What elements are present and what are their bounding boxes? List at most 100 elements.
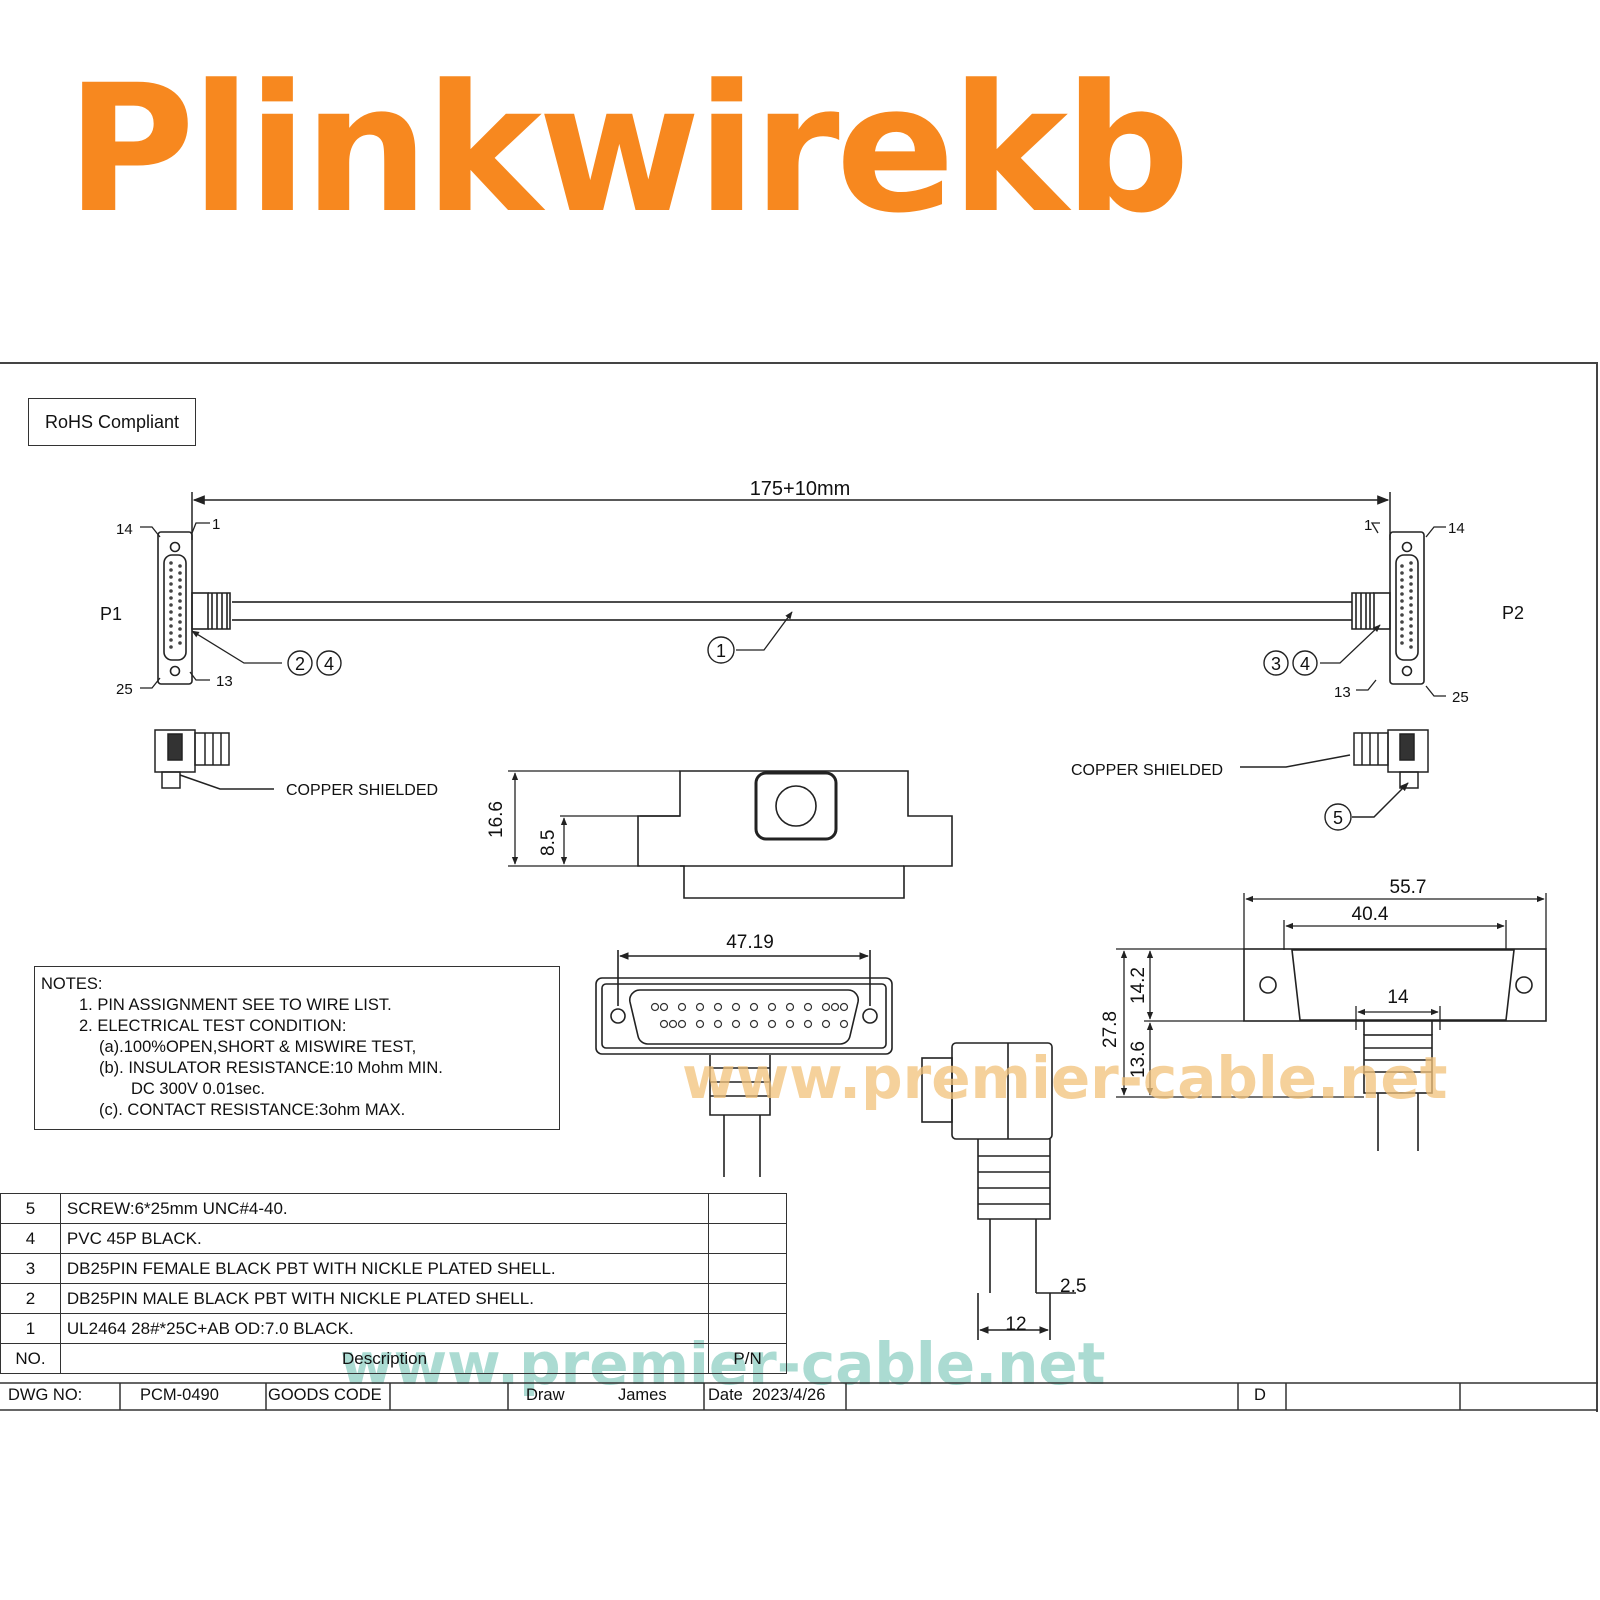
table-row: 1 UL2464 28#*25C+AB OD:7.0 BLACK. [0, 1313, 787, 1344]
drawing-sheet [0, 362, 1598, 1412]
note-line-1: 1. PIN ASSIGNMENT SEE TO WIRE LIST. [79, 996, 392, 1014]
svg-text:4: 4 [324, 654, 334, 674]
p1-pin-25: 25 [116, 681, 133, 698]
draw-label: Draw [526, 1386, 565, 1404]
cable-leader [736, 611, 793, 651]
goods-code-label: GOODS CODE [268, 1386, 382, 1404]
dim-27-8: 27.8 [1100, 1011, 1121, 1048]
cable [232, 601, 1352, 621]
dim-14: 14 [1387, 987, 1409, 1008]
dwg-no-value: PCM-0490 [140, 1386, 219, 1404]
copper-shielded-left: COPPER SHIELDED [286, 782, 438, 799]
bill-of-materials: 5 SCREW:6*25mm UNC#4-40. 4 PVC 45P BLACK… [0, 1193, 787, 1374]
p2-pin-13: 13 [1334, 684, 1351, 701]
dim-47-19: 47.19 [726, 932, 774, 953]
p1-pin-1: 1 [212, 516, 220, 533]
note-line-2: 2. ELECTRICAL TEST CONDITION: [79, 1017, 347, 1035]
bom-pn [708, 1313, 787, 1344]
p1-leaders [140, 522, 282, 689]
p1-pin-14: 14 [116, 521, 133, 538]
bom-pn [708, 1193, 787, 1224]
notes-box: NOTES: 1. PIN ASSIGNMENT SEE TO WIRE LIS… [34, 966, 560, 1130]
bom-header-pn: P/N [708, 1343, 787, 1374]
table-row: 3 DB25PIN FEMALE BLACK PBT WITH NICKLE P… [0, 1253, 787, 1284]
p2-pin-25: 25 [1452, 689, 1469, 706]
table-row: 4 PVC 45P BLACK. [0, 1223, 787, 1254]
bom-desc: UL2464 28#*25C+AB OD:7.0 BLACK. [59, 1313, 710, 1344]
bom-pn [708, 1283, 787, 1314]
dim-8-5: 8.5 [538, 830, 559, 856]
revision: D [1254, 1386, 1266, 1404]
svg-text:5: 5 [1333, 808, 1343, 828]
draw-value: James [618, 1386, 667, 1404]
bom-no: 1 [0, 1313, 61, 1344]
dim-13-6: 13.6 [1128, 1041, 1149, 1078]
p2-pins [1400, 561, 1413, 649]
bom-no: 4 [0, 1223, 61, 1254]
backshell-dims [508, 770, 680, 867]
title-block-lines [0, 1382, 1598, 1411]
connector-p1 [157, 531, 231, 685]
flange-dims [1116, 893, 1547, 1098]
p1-label: P1 [100, 604, 122, 624]
dim-16-6: 16.6 [486, 801, 507, 838]
bom-no: 2 [0, 1283, 61, 1314]
balloon-4-right: 4 [1292, 650, 1318, 676]
bom-desc: DB25PIN FEMALE BLACK PBT WITH NICKLE PLA… [59, 1253, 710, 1284]
bom-no: 3 [0, 1253, 61, 1284]
dsub-front-pins [650, 1002, 849, 1029]
table-row: 5 SCREW:6*25mm UNC#4-40. [0, 1193, 787, 1224]
balloon-2: 2 [287, 650, 313, 676]
date-value: 2023/4/26 [752, 1386, 826, 1404]
dim-12: 12 [1005, 1314, 1026, 1335]
bom-pn [708, 1253, 787, 1284]
note-line-3: (a).100%OPEN,SHORT & MISWIRE TEST, [99, 1038, 417, 1056]
side-view-left [154, 729, 274, 790]
balloon-3: 3 [1263, 650, 1289, 676]
right-angle-view [921, 1042, 1076, 1340]
bom-desc: DB25PIN MALE BLACK PBT WITH NICKLE PLATE… [59, 1283, 710, 1314]
p1-pins [169, 561, 182, 649]
dim-40-4: 40.4 [1352, 904, 1389, 925]
p2-label: P2 [1502, 603, 1524, 623]
p1-pin-13: 13 [216, 673, 233, 690]
table-row: 2 DB25PIN MALE BLACK PBT WITH NICKLE PLA… [0, 1283, 787, 1314]
note-line-4: (b). INSULATOR RESISTANCE:10 Mohm MIN. [99, 1059, 443, 1077]
date-label: Date [708, 1386, 743, 1404]
dim-2-5: 2.5 [1060, 1276, 1086, 1297]
bom-no: 5 [0, 1193, 61, 1224]
svg-text:1: 1 [716, 641, 726, 661]
svg-text:2: 2 [295, 654, 305, 674]
bom-desc: PVC 45P BLACK. [59, 1223, 710, 1254]
dim-55-7: 55.7 [1390, 877, 1427, 898]
balloon-4: 4 [316, 650, 342, 676]
p2-pin-1: 1 [1364, 517, 1372, 534]
note-line-6: (c). CONTACT RESISTANCE:3ohm MAX. [99, 1101, 406, 1119]
svg-text:www.premier-cable.net: www.premier-cable.net [682, 1044, 1448, 1112]
balloon-5: 5 [1324, 803, 1352, 831]
backshell-top-view [637, 770, 953, 899]
svg-text:4: 4 [1300, 654, 1310, 674]
side-view-right [1240, 729, 1429, 818]
bom-header-desc: Description [59, 1343, 710, 1374]
length-label: 175+10mm [750, 478, 851, 500]
dim-14-2: 14.2 [1128, 967, 1149, 1004]
copper-shielded-right: COPPER SHIELDED [1071, 762, 1223, 779]
dsub-front-view [595, 950, 893, 1177]
svg-text:3: 3 [1271, 654, 1281, 674]
bom-header-row: NO. Description P/N [0, 1343, 787, 1374]
bom-desc: SCREW:6*25mm UNC#4-40. [59, 1193, 710, 1224]
note-line-5: DC 300V 0.01sec. [131, 1080, 265, 1098]
watermark-mid: www.premier-cable.net [682, 1044, 1448, 1112]
flange-view [1243, 948, 1547, 1151]
balloon-1: 1 [707, 636, 735, 664]
brand-logo: Plinkwirekb [66, 47, 1190, 252]
connector-p2 [1351, 531, 1425, 685]
notes-title: NOTES: [41, 975, 103, 993]
p2-pin-14: 14 [1448, 520, 1465, 537]
rohs-badge: RoHS Compliant [28, 398, 196, 446]
bom-header-no: NO. [0, 1343, 61, 1374]
dwg-no-label: DWG NO: [8, 1386, 83, 1404]
bom-pn [708, 1223, 787, 1254]
p2-leaders [1320, 522, 1446, 697]
